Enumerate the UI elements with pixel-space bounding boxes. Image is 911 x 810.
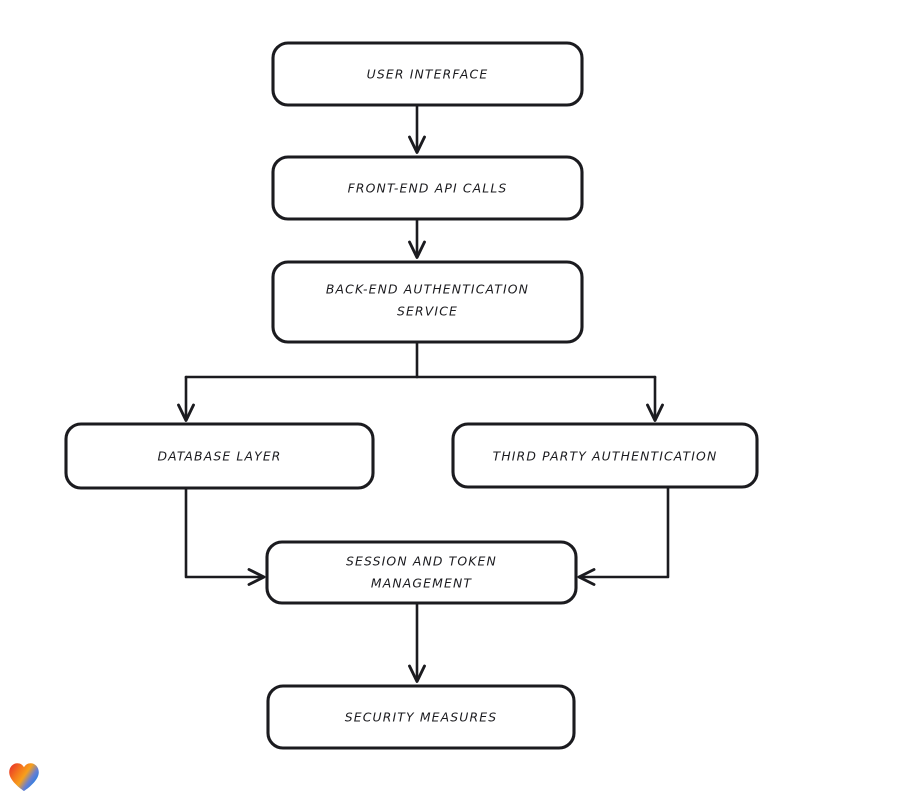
node-back-end-authentication-service-label-line2: SERVICE bbox=[397, 304, 458, 319]
edge-api-to-backend bbox=[408, 217, 426, 259]
node-security-measures-shape[interactable] bbox=[266, 684, 576, 750]
heart-icon bbox=[9, 763, 39, 791]
node-database-layer[interactable]: DATABASE LAYER bbox=[64, 422, 375, 490]
node-back-end-authentication-service[interactable]: BACK-END AUTHENTICATION SERVICE bbox=[271, 260, 584, 344]
node-user-interface-shape[interactable] bbox=[271, 41, 584, 107]
node-third-party-authentication[interactable]: THIRD PARTY AUTHENTICATION bbox=[451, 422, 759, 489]
node-front-end-api-calls-label: FRONT-END API CALLS bbox=[348, 181, 508, 196]
edge-thirdparty-to-session bbox=[577, 485, 670, 586]
heart-icon-wrapper bbox=[8, 762, 42, 794]
node-third-party-authentication-shape[interactable] bbox=[451, 422, 759, 489]
node-database-layer-label: DATABASE LAYER bbox=[157, 449, 281, 464]
node-back-end-authentication-service-label-line1: BACK-END AUTHENTICATION bbox=[326, 282, 529, 297]
node-database-layer-shape[interactable] bbox=[64, 422, 375, 490]
node-session-and-token-management-label-line2: MANAGEMENT bbox=[371, 576, 472, 591]
node-front-end-api-calls-shape[interactable] bbox=[271, 155, 584, 221]
node-front-end-api-calls[interactable]: FRONT-END API CALLS bbox=[271, 155, 584, 221]
node-user-interface[interactable]: USER INTERFACE bbox=[271, 41, 584, 107]
node-user-interface-label: USER INTERFACE bbox=[367, 67, 489, 82]
edge-session-to-security bbox=[408, 601, 426, 683]
node-session-and-token-management-shape[interactable] bbox=[265, 540, 578, 605]
node-security-measures-label: SECURITY MEASURES bbox=[345, 710, 498, 725]
node-security-measures[interactable]: SECURITY MEASURES bbox=[266, 684, 576, 750]
edge-database-to-session bbox=[184, 486, 266, 586]
node-third-party-authentication-label: THIRD PARTY AUTHENTICATION bbox=[493, 449, 718, 464]
edge-backend-split bbox=[177, 340, 664, 422]
node-session-and-token-management-label-line1: SESSION AND TOKEN bbox=[346, 554, 497, 569]
node-back-end-authentication-service-shape[interactable] bbox=[271, 260, 584, 344]
edge-ui-to-api bbox=[408, 103, 426, 154]
node-session-and-token-management[interactable]: SESSION AND TOKEN MANAGEMENT bbox=[265, 540, 578, 605]
